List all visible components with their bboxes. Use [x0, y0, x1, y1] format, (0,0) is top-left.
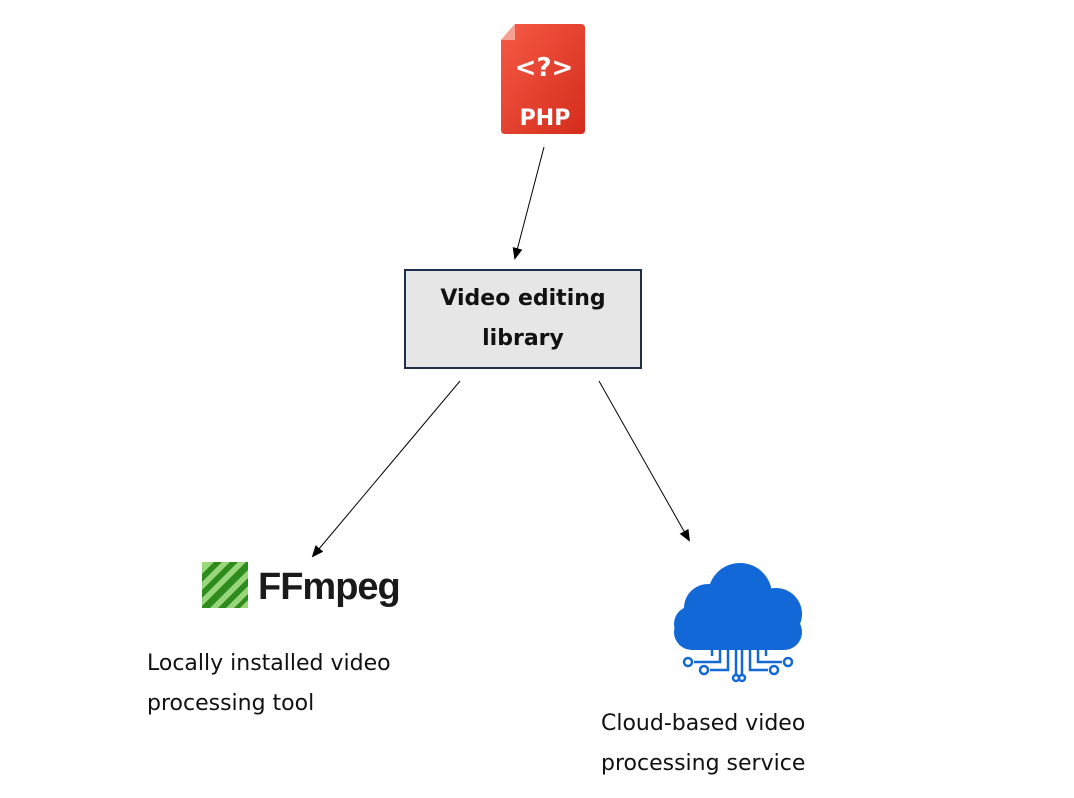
arrow-library-to-ffmpeg: [311, 380, 461, 558]
library-box-label: Video editing library: [428, 279, 618, 359]
php-badge-label: PHP: [520, 106, 571, 131]
ffmpeg-logo: FFmpeg: [200, 560, 401, 612]
ffmpeg-caption-line1: Locally installed video: [147, 651, 391, 676]
arrow-library-to-cloud: [598, 380, 690, 542]
library-label-line2: library: [482, 326, 564, 351]
library-label-line1: Video editing: [440, 286, 606, 311]
php-file-icon: <?> PHP: [497, 22, 589, 143]
cloud-network-icon: [668, 562, 810, 689]
cloud-caption: Cloud-based video processing service: [601, 704, 861, 784]
cloud-caption-line1: Cloud-based video: [601, 711, 806, 736]
arrow-php-to-library: [512, 146, 545, 260]
cloud-caption-line2: processing service: [601, 751, 806, 776]
php-tag-glyph: <?>: [515, 53, 574, 83]
ffmpeg-caption-line2: processing tool: [147, 691, 315, 716]
ffmpeg-logo-text: FFmpeg: [258, 566, 401, 608]
ffmpeg-mark-icon: [202, 562, 248, 608]
ffmpeg-caption: Locally installed video processing tool: [147, 644, 427, 724]
video-editing-library-box: Video editing library: [404, 269, 642, 369]
